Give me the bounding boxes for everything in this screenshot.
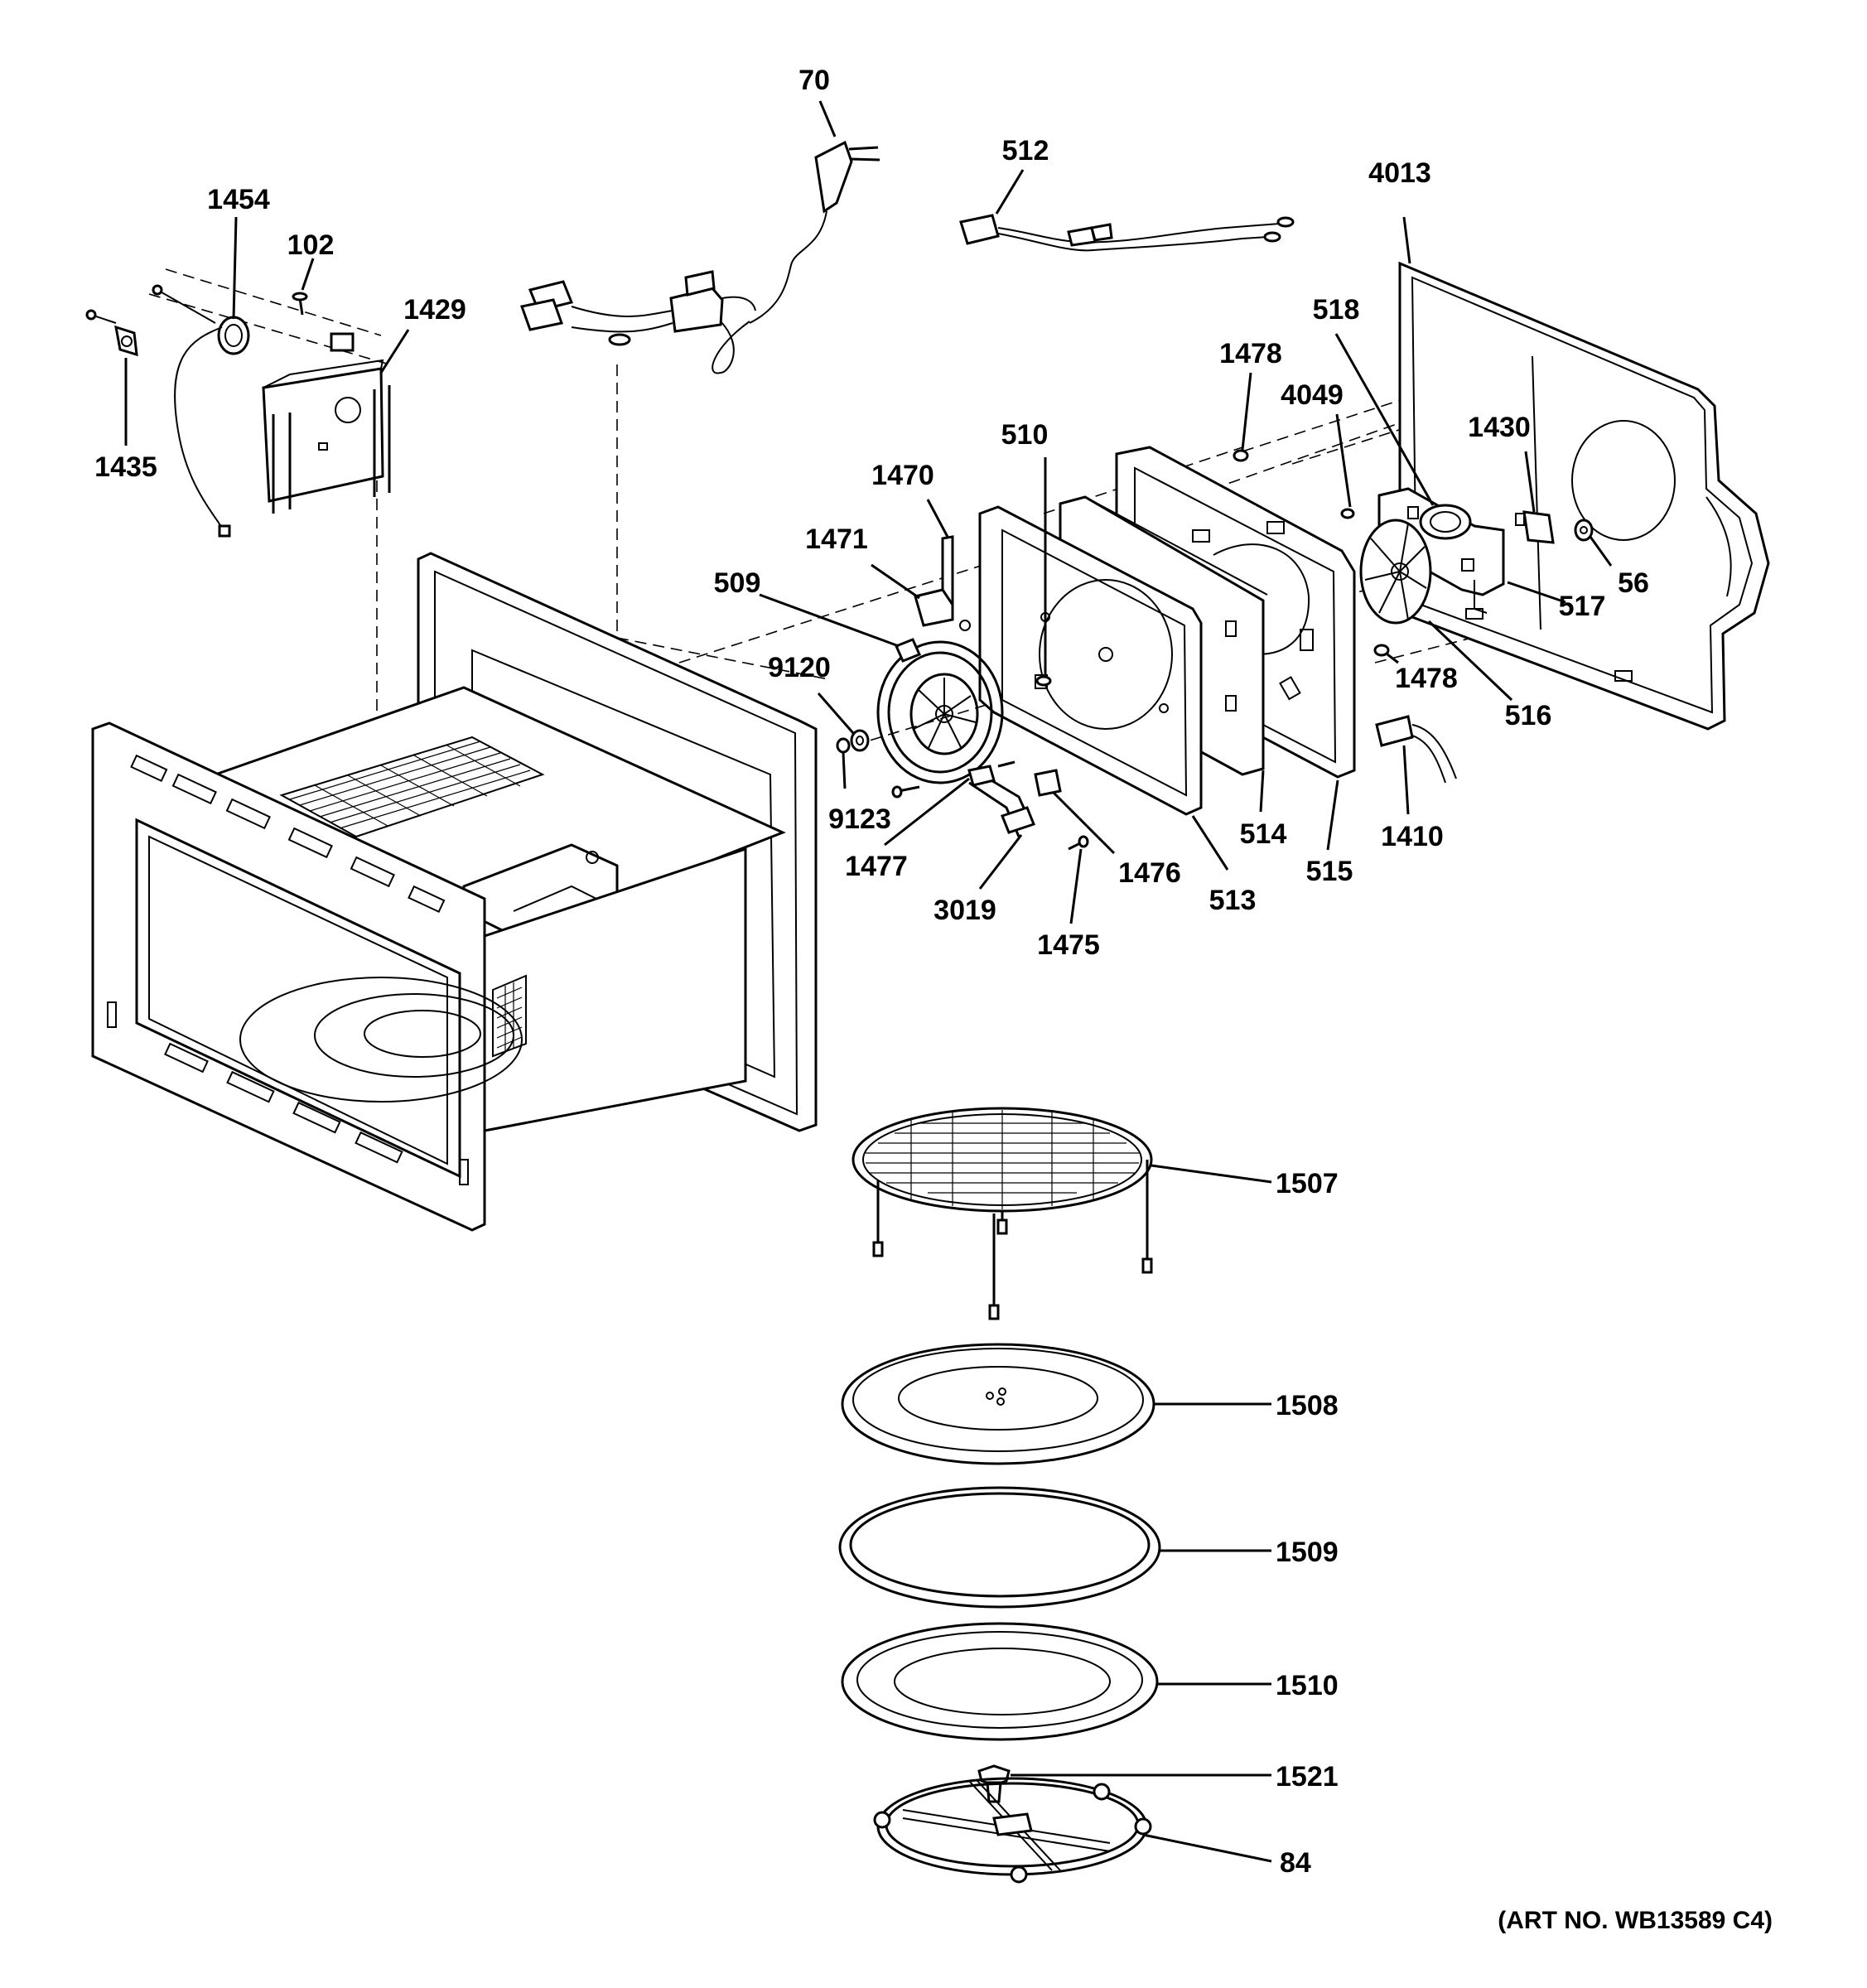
- part-1435-bracket: [85, 309, 138, 357]
- leader-lines: [124, 100, 1613, 1863]
- callout-517: 517: [1559, 591, 1606, 622]
- part-1510-roller-support: [841, 1622, 1159, 1741]
- callout-1478-upper: 1478: [1219, 338, 1282, 369]
- part-518-fan-motor: [1377, 487, 1505, 614]
- callout-516: 516: [1505, 700, 1552, 731]
- part-1478-nut-lower: [1373, 644, 1390, 657]
- part-3019-terminal: [1001, 806, 1035, 834]
- callout-509: 509: [714, 567, 761, 599]
- callout-510: 510: [1001, 419, 1049, 451]
- callout-1508: 1508: [1276, 1390, 1339, 1421]
- callout-1430: 1430: [1468, 412, 1531, 443]
- callout-1476: 1476: [1118, 857, 1181, 889]
- callout-1509: 1509: [1276, 1537, 1339, 1568]
- part-1509-ring: [838, 1486, 1161, 1609]
- part-1475-screw: [1068, 835, 1089, 851]
- callout-512: 512: [1002, 135, 1049, 166]
- part-510-stud: [1035, 675, 1052, 687]
- callout-1510: 1510: [1276, 1670, 1339, 1701]
- callout-1435: 1435: [94, 451, 157, 483]
- part-1476-clip: [1034, 769, 1062, 797]
- callout-1478-lower: 1478: [1395, 663, 1458, 694]
- part-9123-nut: [836, 737, 851, 754]
- part-9120-washer: [850, 729, 870, 752]
- part-56-screw: [1574, 519, 1594, 542]
- part-512-harness: [959, 214, 1295, 252]
- callout-9123: 9123: [828, 803, 891, 835]
- callout-102: 102: [287, 229, 335, 261]
- callout-513: 513: [1209, 885, 1257, 916]
- part-102-screw: [292, 292, 355, 352]
- callout-514: 514: [1240, 818, 1287, 850]
- part-1429-bracket: [262, 359, 391, 514]
- callout-70: 70: [798, 65, 830, 96]
- part-516-fan-blade: [1359, 519, 1432, 625]
- part-4013-rear-cover: [1398, 261, 1770, 731]
- callout-518: 518: [1313, 294, 1360, 326]
- callout-1475: 1475: [1037, 929, 1100, 961]
- part-1470-bracket: [914, 535, 971, 631]
- part-1478-nut-upper: [1233, 449, 1249, 462]
- callout-3019: 3019: [934, 895, 996, 926]
- callout-labels: 70 512 4013 1454 102 1429 1435 1478 518 …: [94, 65, 1649, 1879]
- callout-515: 515: [1306, 856, 1353, 887]
- callout-1507: 1507: [1276, 1168, 1339, 1199]
- callout-4013: 4013: [1368, 157, 1431, 189]
- callout-1477: 1477: [845, 851, 908, 882]
- callout-84: 84: [1280, 1847, 1311, 1879]
- part-1454-thermostat: [152, 284, 250, 538]
- part-4049-spacer: [1340, 508, 1355, 519]
- part-70-cord-assembly: [520, 140, 880, 374]
- part-1430-switch: [1515, 510, 1555, 544]
- callout-56: 56: [1618, 567, 1649, 599]
- callout-1521: 1521: [1276, 1761, 1339, 1793]
- callout-4049: 4049: [1281, 379, 1344, 411]
- callout-9120: 9120: [768, 652, 831, 683]
- top-vent-mesh: [279, 736, 545, 838]
- callout-1410: 1410: [1381, 821, 1444, 852]
- callout-1429: 1429: [403, 294, 466, 326]
- part-513-cavity-back: [978, 505, 1203, 816]
- part-1410-sensor: [1375, 715, 1457, 784]
- art-number: (ART NO. WB13589 C4): [1498, 1907, 1773, 1934]
- oven-cavity-assembly: [91, 552, 818, 1232]
- callout-1470: 1470: [871, 460, 934, 491]
- front-frame-slots: [107, 754, 469, 1185]
- part-1508-glass-tray: [841, 1343, 1155, 1465]
- part-1477-screw: [891, 760, 1016, 799]
- part-1507-rack: [851, 1107, 1153, 1320]
- part-84-roller-ring: [873, 1777, 1152, 1884]
- callout-1471: 1471: [805, 524, 868, 555]
- callout-1454: 1454: [207, 184, 270, 215]
